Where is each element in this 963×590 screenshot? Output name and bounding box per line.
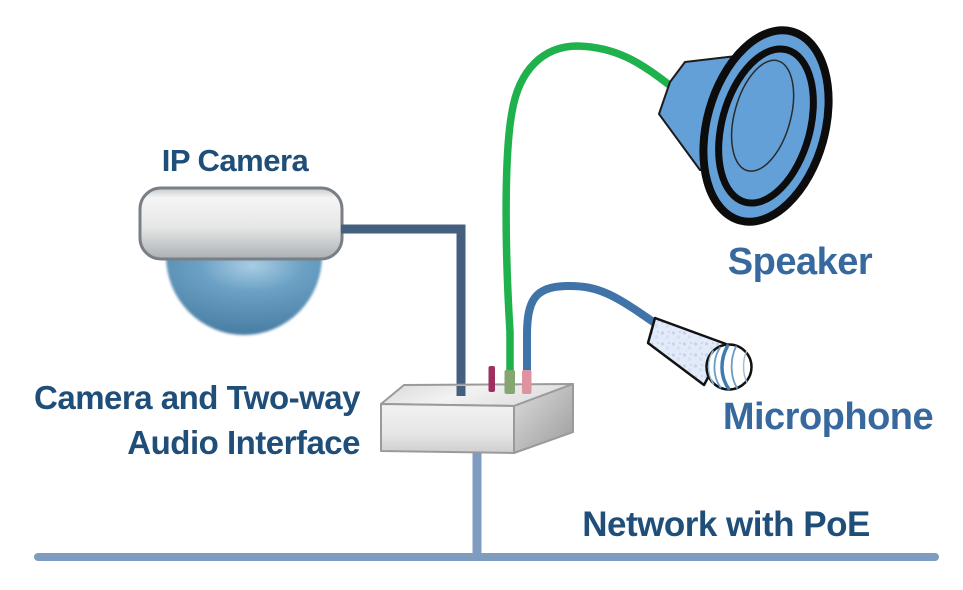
ip-camera-device bbox=[138, 186, 344, 335]
speaker-cone-inner bbox=[730, 59, 795, 172]
speaker-device bbox=[658, 26, 833, 226]
camera-dome bbox=[166, 256, 322, 335]
ip-camera-label: IP Camera bbox=[161, 143, 309, 178]
speaker-label: Speaker bbox=[727, 241, 873, 283]
speaker-cone-ring bbox=[715, 45, 817, 207]
microphone-stripe bbox=[730, 345, 738, 389]
microphone-stripe bbox=[742, 350, 748, 384]
camera-body bbox=[138, 186, 344, 261]
audio-interface-box bbox=[380, 383, 574, 454]
network-label: Network with PoE bbox=[582, 505, 870, 544]
microphone-cable bbox=[523, 281, 666, 379]
connector-green bbox=[504, 370, 515, 394]
audio-interface-label-line1: Camera and Two-way bbox=[34, 379, 360, 416]
audio-interface-label: Camera and Two-way Audio Interface bbox=[10, 375, 360, 465]
speaker-cone-outer bbox=[699, 26, 833, 226]
microphone-stripe bbox=[713, 346, 722, 389]
connector-pink bbox=[522, 370, 532, 394]
microphone-stripe bbox=[707, 350, 715, 385]
microphone-label: Microphone bbox=[722, 396, 934, 438]
connector-maroon bbox=[488, 366, 495, 392]
box-front-face bbox=[380, 403, 515, 454]
speaker-cone bbox=[699, 26, 833, 226]
microphone-device bbox=[646, 316, 753, 391]
camera-cable bbox=[341, 224, 466, 396]
speaker-cable bbox=[502, 42, 672, 379]
microphone-stripe bbox=[720, 344, 731, 391]
box-right-face bbox=[513, 383, 574, 454]
audio-interface-label-line2: Audio Interface bbox=[127, 424, 360, 461]
